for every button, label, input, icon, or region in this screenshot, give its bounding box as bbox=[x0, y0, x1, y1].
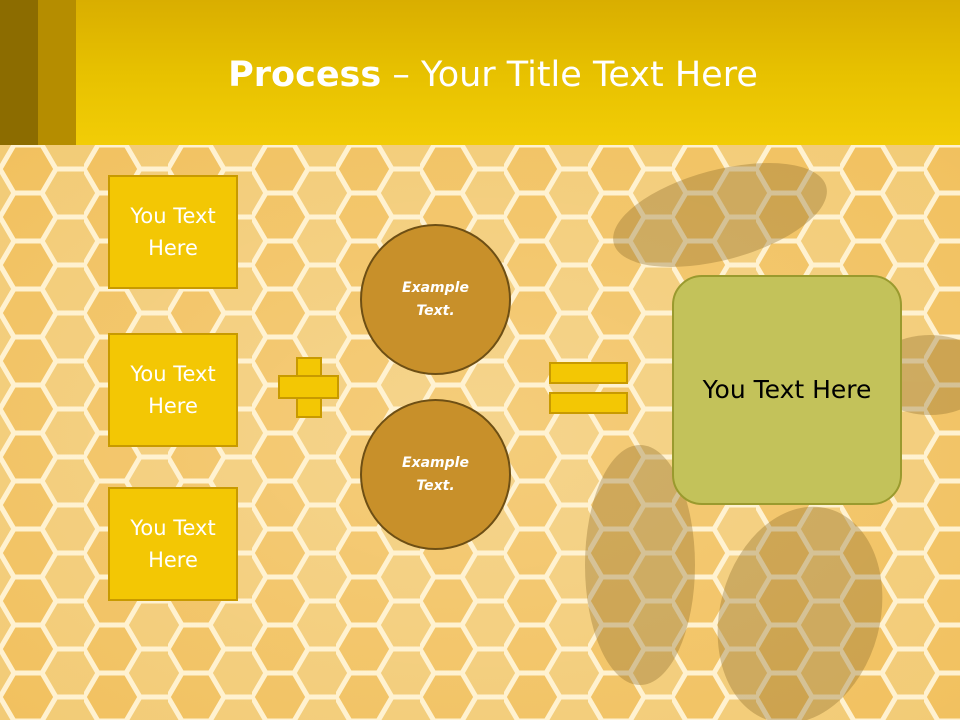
result-box: You Text Here bbox=[672, 275, 902, 505]
header-accent-dark bbox=[0, 0, 38, 145]
equals-top-bar bbox=[549, 362, 628, 384]
title-bold: Process bbox=[228, 55, 382, 95]
example-circle-2: Example Text. bbox=[360, 399, 511, 550]
example-circle-1-label: Example Text. bbox=[402, 279, 469, 319]
header-accent-medium bbox=[38, 0, 76, 145]
text-box-2: You Text Here bbox=[108, 333, 238, 447]
header-band: Process – Your Title Text Here bbox=[0, 0, 960, 145]
text-box-1: You Text Here bbox=[108, 175, 238, 289]
bee-shapes bbox=[585, 163, 960, 720]
example-circle-1: Example Text. bbox=[360, 224, 511, 375]
text-box-2-label: You Text Here bbox=[130, 362, 216, 418]
text-box-1-label: You Text Here bbox=[130, 204, 216, 260]
plus-center bbox=[298, 377, 320, 397]
text-box-3: You Text Here bbox=[108, 487, 238, 601]
example-circle-2-label: Example Text. bbox=[402, 454, 469, 494]
equals-bottom-bar bbox=[549, 392, 628, 414]
title-rest: – Your Title Text Here bbox=[381, 55, 758, 95]
text-box-3-label: You Text Here bbox=[130, 516, 216, 572]
result-box-label: You Text Here bbox=[702, 375, 872, 404]
slide-title: Process – Your Title Text Here bbox=[0, 52, 960, 98]
